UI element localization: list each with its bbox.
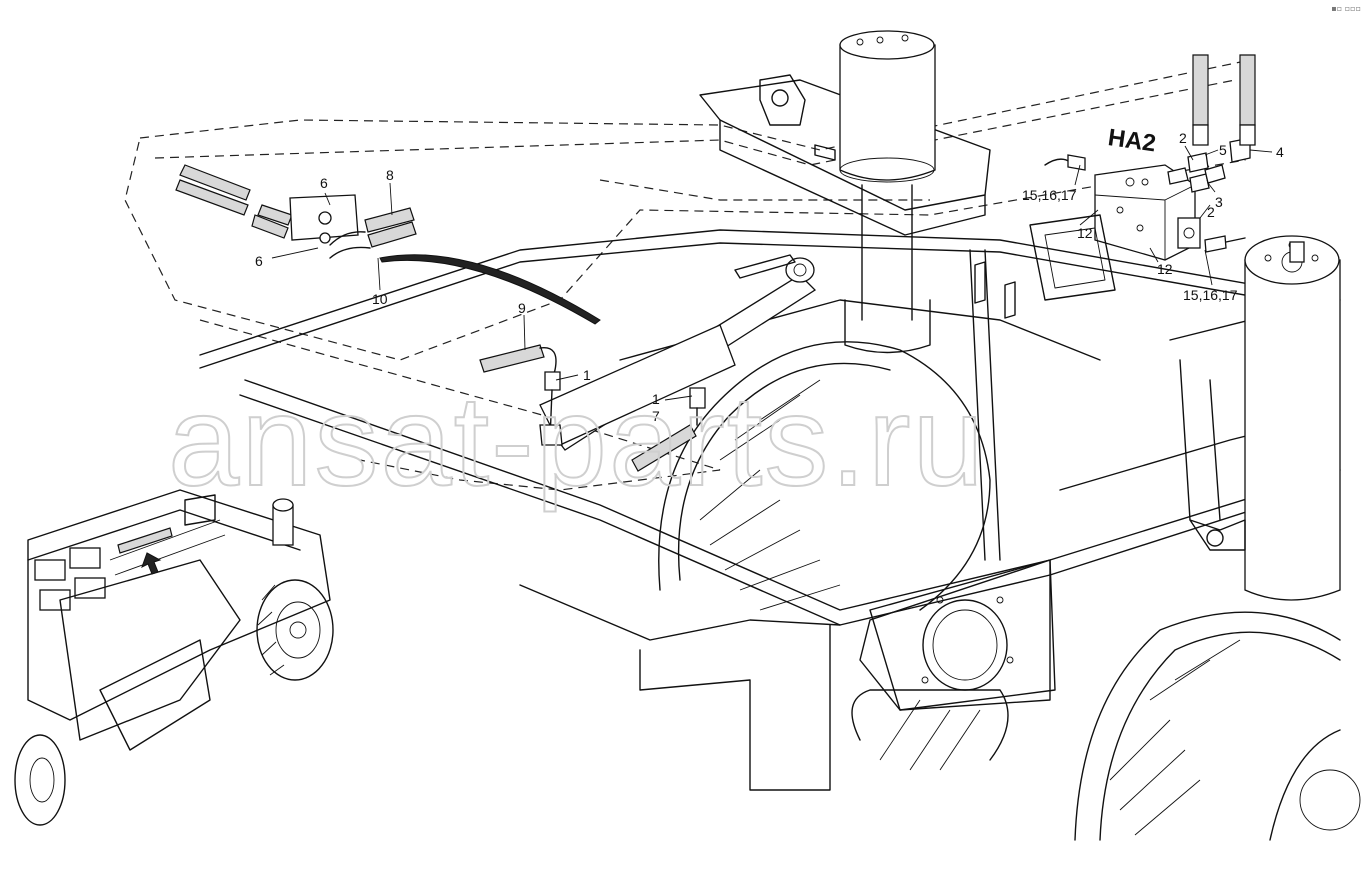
callout-5: 5 (1219, 142, 1227, 158)
callout-15-16-17-upper: 15,16,17 (1022, 187, 1077, 203)
right-strut-cylinder (1189, 235, 1341, 601)
callout-4: 4 (1276, 144, 1284, 160)
valve-block-ha2 (1044, 54, 1256, 261)
phantom-frame-outline (124, 59, 1251, 491)
page-corner-mark: ▪▫ ▫▫▫ (1331, 4, 1361, 13)
callout-9: 9 (518, 300, 526, 316)
callout-15-16-17-lower: 15,16,17 (1183, 287, 1238, 303)
rear-tyre (1074, 611, 1361, 841)
callout-leaders (271, 145, 1273, 401)
callout-6-upper: 6 (320, 175, 328, 191)
callout-3: 3 (1215, 194, 1223, 210)
front-tyre (658, 341, 1009, 771)
upper-crossbar (699, 74, 991, 236)
callout-12-left: 12 (1077, 225, 1093, 241)
assembly-label-ha2: HA2 (1106, 124, 1157, 157)
bulkhead-plate (869, 559, 1056, 711)
callout-2-upper: 2 (1179, 130, 1187, 146)
callout-6-lower: 6 (255, 253, 263, 269)
hose-group-centre (479, 344, 563, 446)
upper-strut-cylinder (839, 30, 936, 354)
hose-group-left (175, 164, 601, 325)
chassis-frame (199, 229, 1341, 791)
callout-labels: 6 8 6 10 9 1 1 7 2 5 4 15,16,17 12 2 3 1… (255, 124, 1284, 424)
locator-inset-machine (14, 489, 334, 826)
valve-mount-brackets (974, 214, 1116, 319)
up-arrow-icon (141, 552, 162, 575)
callout-1-lower: 1 (652, 391, 660, 407)
callout-12-right: 12 (1157, 261, 1173, 277)
callout-7: 7 (652, 408, 660, 424)
callout-1-centre: 1 (583, 367, 591, 383)
callout-10: 10 (372, 291, 388, 307)
watermark-text: ansat-parts.ru (168, 370, 986, 513)
hose-group-lower (631, 387, 706, 472)
callout-2-lower: 2 (1207, 204, 1215, 220)
callout-8: 8 (386, 167, 394, 183)
